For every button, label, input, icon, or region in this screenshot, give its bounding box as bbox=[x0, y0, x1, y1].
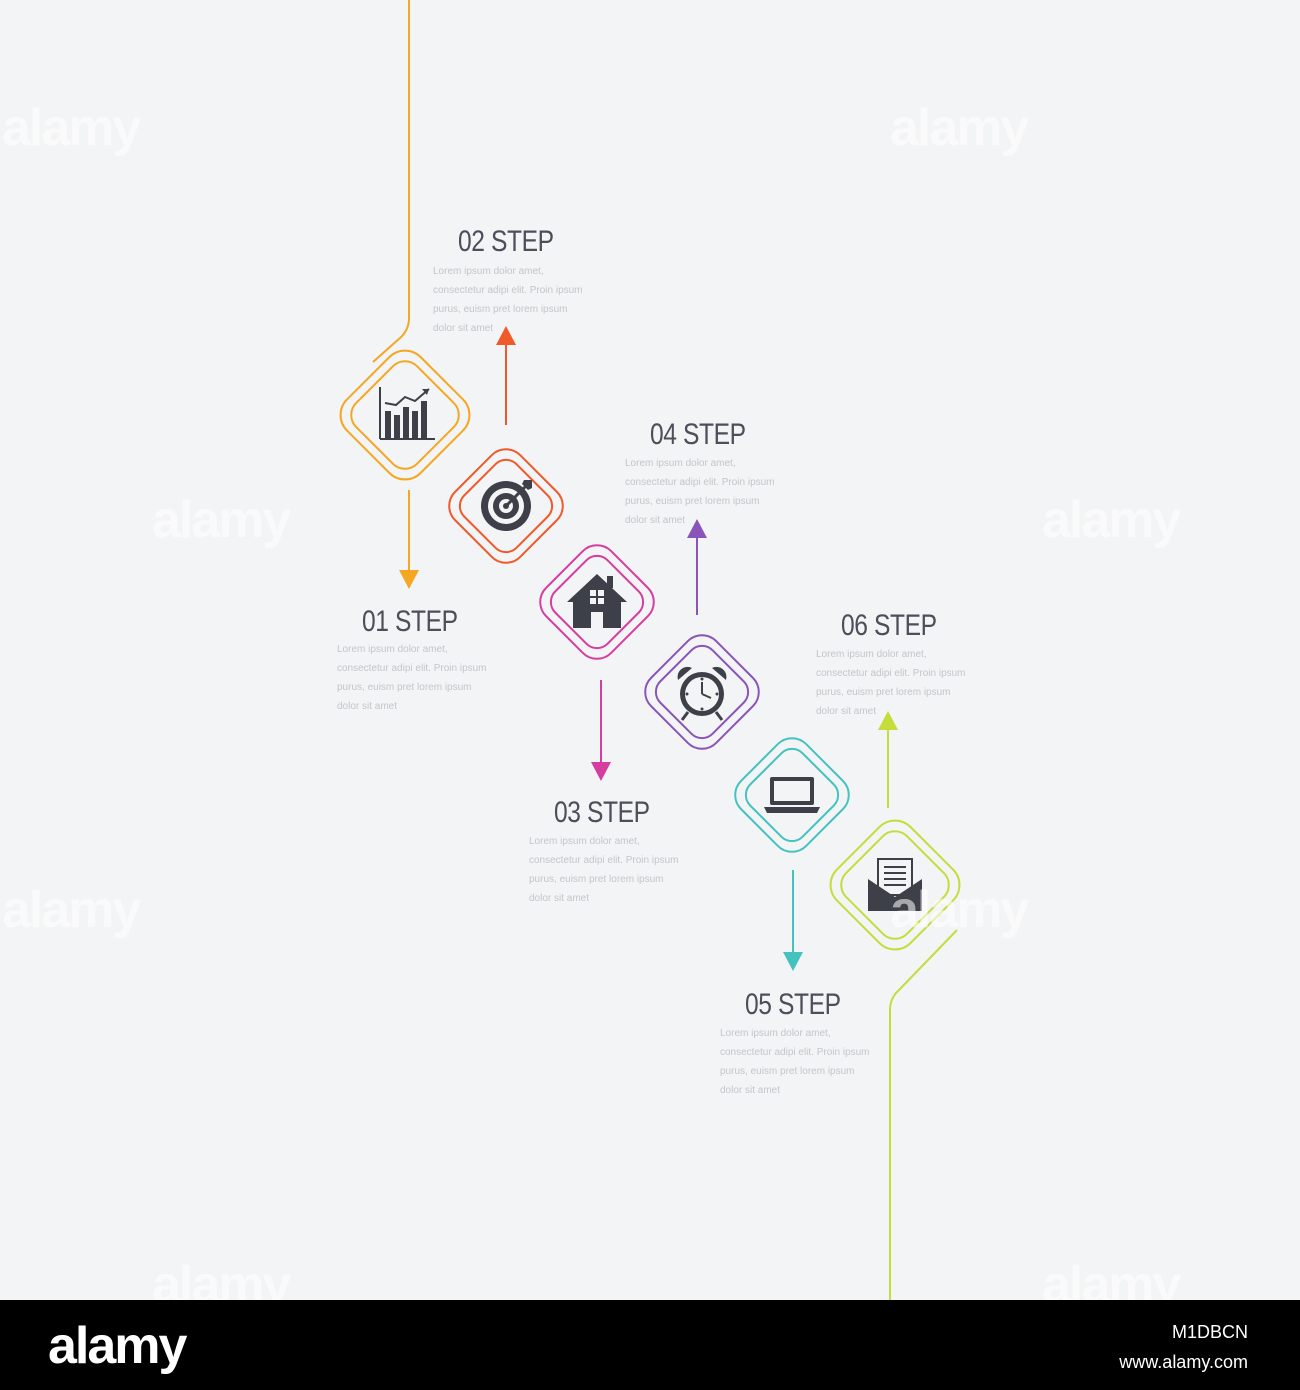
icons bbox=[379, 387, 922, 911]
step-5-diamond-inner bbox=[744, 747, 840, 843]
step-3-diamond-inner bbox=[549, 554, 645, 650]
step-2-diamond-inner bbox=[458, 458, 554, 554]
step-1-title: 01 STEP bbox=[362, 605, 458, 638]
step-4-arrow-head bbox=[687, 519, 707, 538]
footer-bar: alamy M1DBCN www.alamy.com bbox=[0, 1300, 1300, 1390]
step-6-title: 06 STEP bbox=[841, 609, 937, 642]
footer-url[interactable]: www.alamy.com bbox=[1119, 1352, 1248, 1372]
lead-out-line bbox=[889, 929, 958, 1300]
step-1-diamond-outer bbox=[339, 349, 471, 481]
target-icon bbox=[481, 480, 532, 531]
connectors bbox=[372, 0, 958, 1300]
step-3-description: Lorem ipsum dolor amet, consectetur adip… bbox=[529, 836, 679, 904]
step-1-arrow-head bbox=[399, 570, 419, 589]
step-6-arrow-head bbox=[878, 711, 898, 730]
infographic-canvas bbox=[339, 0, 961, 1300]
laptop-icon bbox=[764, 777, 820, 813]
step-3-diamond-outer bbox=[539, 544, 655, 660]
step-6-description: Lorem ipsum dolor amet, consectetur adip… bbox=[816, 649, 966, 717]
step-6-diamond bbox=[829, 819, 961, 951]
step-1-diamond-inner bbox=[350, 360, 460, 470]
lead-in-line bbox=[372, 0, 410, 363]
step-5-arrow-head bbox=[783, 952, 803, 971]
step-4-diamond-outer bbox=[644, 634, 760, 750]
step-2-diamond-outer bbox=[448, 448, 564, 564]
step-3-arrow-head bbox=[591, 762, 611, 781]
step-1-diamond bbox=[339, 349, 471, 481]
house-icon bbox=[567, 574, 627, 628]
alarm-clock-icon bbox=[677, 666, 727, 721]
diamonds bbox=[339, 349, 961, 951]
footer-logo[interactable]: alamy bbox=[48, 1317, 187, 1375]
step-4-diamond bbox=[644, 634, 760, 750]
step-4-description: Lorem ipsum dolor amet, consectetur adip… bbox=[625, 458, 775, 526]
email-letter-icon bbox=[868, 858, 922, 911]
step-5-description: Lorem ipsum dolor amet, consectetur adip… bbox=[720, 1028, 870, 1096]
step-1-description: Lorem ipsum dolor amet, consectetur adip… bbox=[337, 644, 487, 712]
step-5-diamond-outer bbox=[734, 737, 850, 853]
step-2-description: Lorem ipsum dolor amet, consectetur adip… bbox=[433, 266, 583, 334]
step-2-arrow-head bbox=[496, 326, 516, 345]
bar-chart-icon bbox=[379, 387, 435, 440]
step-4-title: 04 STEP bbox=[650, 418, 746, 451]
step-2-diamond bbox=[448, 448, 564, 564]
step-5-title: 05 STEP bbox=[745, 988, 841, 1021]
step-5-diamond bbox=[734, 737, 850, 853]
step-3-title: 03 STEP bbox=[554, 796, 650, 829]
step-6-diamond-inner bbox=[840, 830, 950, 940]
footer-image-id: M1DBCN bbox=[1171, 1322, 1248, 1342]
step-6-diamond-outer bbox=[829, 819, 961, 951]
step-3-diamond bbox=[539, 544, 655, 660]
step-2-title: 02 STEP bbox=[458, 225, 554, 258]
step-4-diamond-inner bbox=[654, 644, 750, 740]
